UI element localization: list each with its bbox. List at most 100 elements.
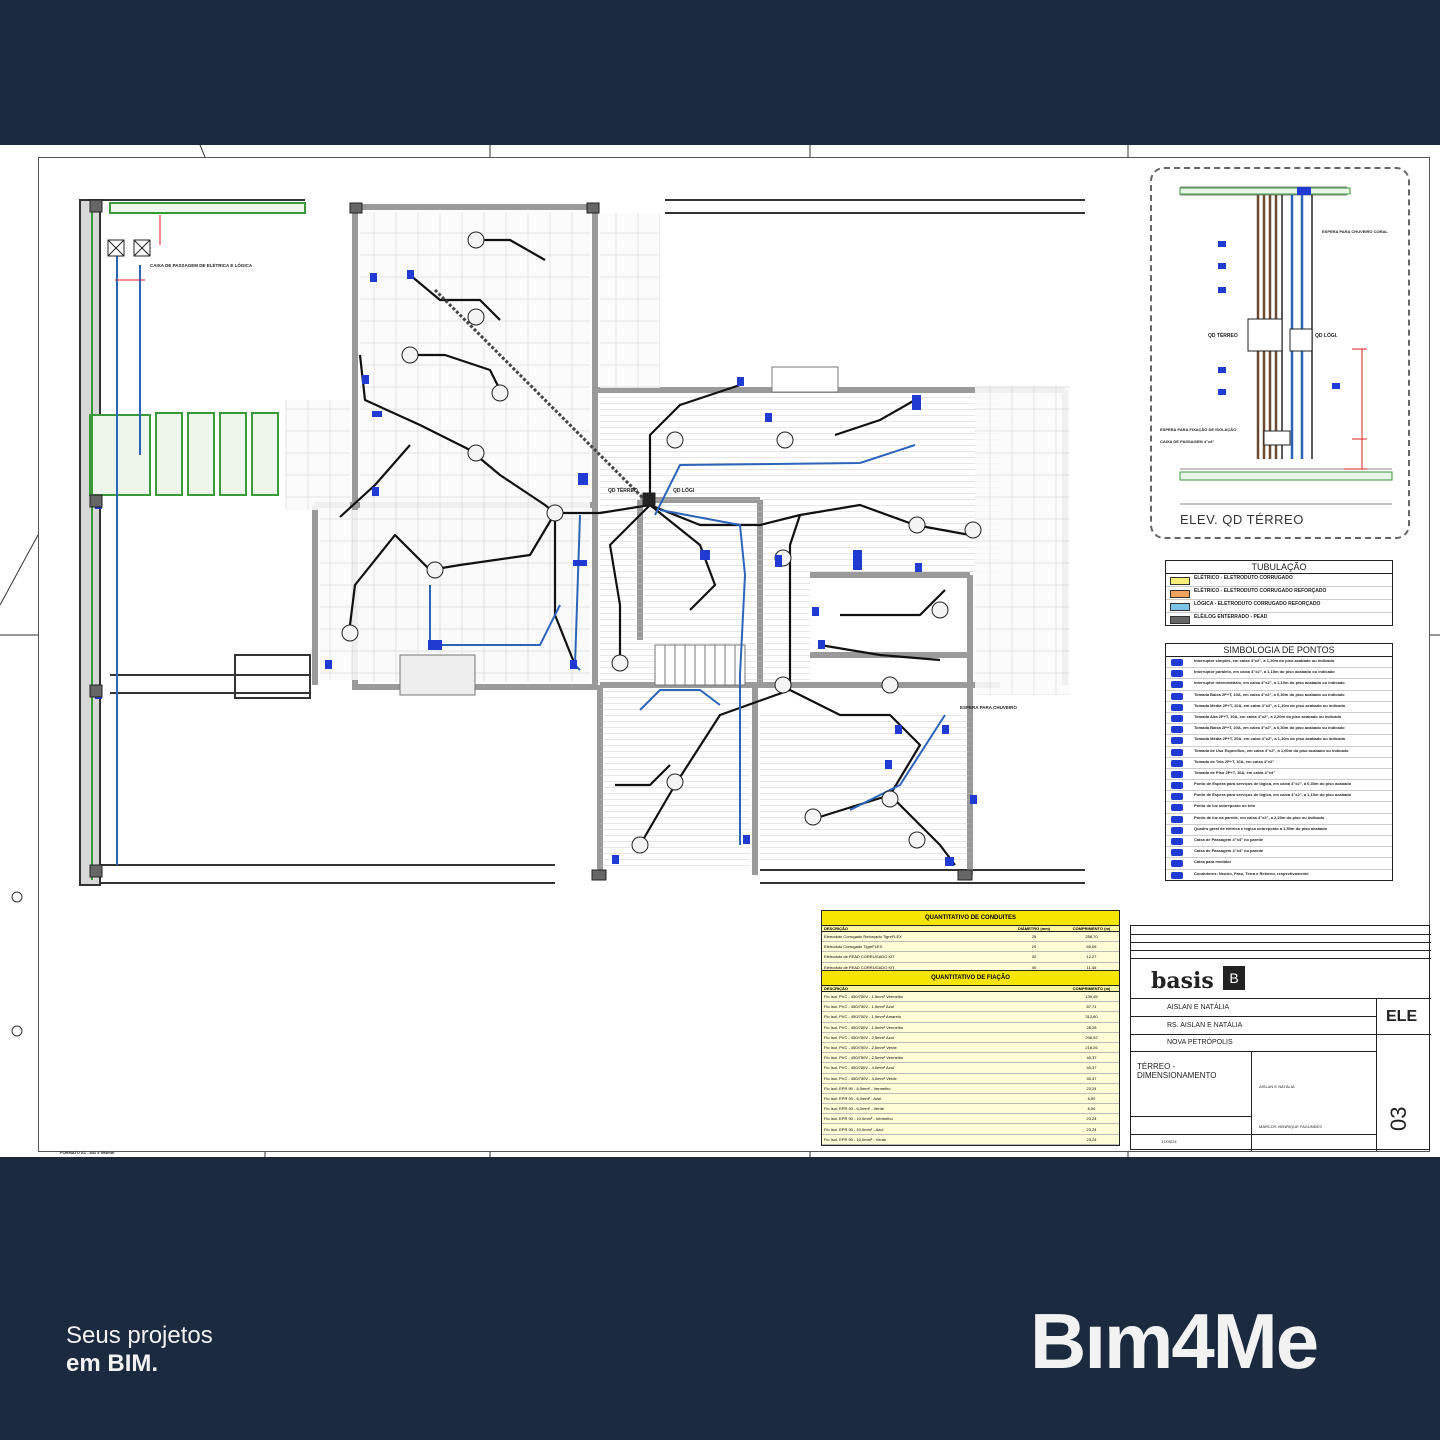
light-point: [908, 831, 926, 849]
table-cell: Eletroduto Corrugado TigreFLEX: [824, 944, 883, 950]
symbol-icon: [1171, 871, 1183, 879]
light-point: [881, 676, 899, 694]
simbologia-row: Tomada Baixa 2P+T, 10A, em caixa 4"x2", …: [1166, 691, 1392, 702]
wiring-header: DESCRIÇÃO COMPRIMENTO (m): [822, 986, 1119, 992]
table-cell: 40,37: [1086, 1055, 1097, 1061]
basis-logo: basis: [1151, 968, 1214, 994]
simbologia-label: Tomada Baixa 2P+T, 10A, em caixa 4"x2", …: [1194, 691, 1345, 697]
simbologia-label: Tomada de Tela 2P+T, 10A, em caixa 4"x2": [1194, 758, 1275, 764]
elev-label-qd-logi: QD LÓGI.: [1315, 331, 1338, 339]
elev-label-caixa: CAIXA DE PASSAGEM 4"x4": [1160, 439, 1214, 444]
simbologia-label: Caixa para medidor: [1194, 859, 1232, 865]
project-name: RS. AISLAN E NATÁLIA: [1167, 1022, 1243, 1029]
outlet-symbol: [775, 555, 782, 567]
tubulacao-row: ELÉTRICO - ELETRODUTO CORRUGADO: [1166, 574, 1392, 587]
conduit-swatch: [1170, 590, 1190, 598]
qd-terreo-panel: [1247, 318, 1283, 352]
simbologia-label: Tomada de Piso 2P+T, 10A, em caixa 4"x4": [1194, 769, 1275, 775]
outlet-symbol: [737, 377, 744, 386]
symbol-icon: [1171, 815, 1183, 823]
simbologia-label: Caixa de Passagem 4"x4" no parede: [1194, 848, 1264, 854]
table-cell: 40: [1031, 964, 1037, 970]
table-cell: 11,45: [1086, 964, 1097, 970]
outlet-symbol: [970, 795, 977, 804]
tubulacao-label: ELÉTRICO - ELETRODUTO CORRUGADO REFORÇAD…: [1194, 588, 1327, 594]
simbologia-row: Ponto de Espera para serviços de lógica,…: [1166, 791, 1392, 803]
outlet-symbol: [578, 473, 588, 485]
basis-logo-mark: B: [1223, 966, 1245, 990]
sheet-frame: [38, 157, 1430, 1152]
simbologia-label: Interruptor intermediário, em caixa 4"x2…: [1194, 680, 1345, 686]
symbol-icon: [1171, 670, 1183, 678]
table-cell: 6,00: [1087, 1106, 1096, 1112]
table-cell: 32: [1031, 954, 1037, 960]
symbol-icon: [1171, 849, 1183, 857]
conduit-swatch: [1170, 577, 1190, 585]
table-cell: 216,26: [1085, 1045, 1098, 1051]
light-point: [491, 384, 509, 402]
elevation-detail: QD TÉRREO QD LÓGI. ESPERA PARA CHUVEIRO …: [1150, 167, 1410, 539]
owner-sign: AISLAN E NATÁLIA: [1259, 1084, 1295, 1089]
conduits-rows: Eletroduto Corrugado Reforçado TigreFLEX…: [822, 932, 1119, 973]
simbologia-label: Tomada Alta 2P+T, 10A, em caixa 4"x2", a…: [1194, 713, 1342, 719]
symbol-icon: [1171, 726, 1183, 734]
simbologia-label: Tomada Baixa 2P+T, 20A, em caixa 4"x2", …: [1194, 725, 1345, 731]
table-cell: Fio Isol. PVC - 450/750V - 2,5mm² Vermel…: [824, 1055, 904, 1061]
city-name: NOVA PETRÓPOLIS: [1167, 1039, 1233, 1046]
simbologia-rows: Interruptor simples, em caixa 4"x2", a 1…: [1166, 657, 1392, 880]
light-point: [931, 601, 949, 619]
outlet-symbol: [428, 640, 442, 650]
table-cell: Fio Isol. EPR 90 - 6,0mm² - Verde: [824, 1106, 885, 1112]
elevation-title: ELEV. QD TÉRREO: [1180, 512, 1304, 527]
simbologia-label: Tomada Média 2P+T, 20A, em caixa 4"x2", …: [1194, 736, 1346, 742]
tubulacao-row: LÓGICA - ELETRODUTO CORRUGADO REFORÇADO: [1166, 600, 1392, 613]
table-cell: 12,27: [1086, 954, 1097, 960]
light-point: [341, 624, 359, 642]
qd-logi-panel: [1289, 328, 1313, 352]
title-block: basis B AISLAN E NATÁLIA RS. AISLAN E NA…: [1130, 925, 1431, 1151]
light-point: [774, 676, 792, 694]
caixa-passagem-label: CAIXA DE PASSAGEM DE ELÉTRICA E LÓGICA: [150, 261, 253, 268]
conduits-table: QUANTITATIVO DE CONDUITES DESCRIÇÃO DIÂM…: [821, 910, 1120, 974]
floor-plan: CAIXA DE PASSAGEM DE ELÉTRICA E LÓGICA Q…: [0, 145, 1440, 1157]
light-point: [776, 431, 794, 449]
wiring-title: QUANTITATIVO DE FIAÇÃO: [822, 971, 1119, 986]
simbologia-label: Caixa de Passagem 4"x4" no parede: [1194, 837, 1264, 842]
table-cell: Eletroduto de PEAD CORRUGADO KIT: [824, 964, 895, 970]
simbologia-row: Ponto de luz sobreposto no teto: [1166, 802, 1392, 814]
table-cell: Fio Isol. PVC - 450/750V - 2,5mm² Verde: [824, 1045, 897, 1051]
simbologia-row: Condutores: Neutro, Fase, Terra e Retorn…: [1166, 870, 1392, 880]
table-row: Fio Isol. PVC - 450/750V - 1,5mm² Amarel…: [822, 1012, 1119, 1023]
drawing-date: 17/09/24: [1161, 1139, 1177, 1144]
outlet-symbol: [912, 395, 921, 410]
simbologia-title: SIMBOLOGIA DE PONTOS: [1166, 644, 1392, 657]
table-cell: Eletroduto de PEAD CORRUGADO KIT: [824, 954, 895, 960]
symbol-icon: [1171, 759, 1183, 767]
table-cell: 40,37: [1086, 1075, 1097, 1081]
light-point: [964, 521, 982, 539]
simbologia-label: Ponto de luz na parede, em caixa 4"x2", …: [1194, 814, 1325, 820]
outlet-symbol: [1218, 389, 1226, 395]
simbologia-label: Ponto de Espera para serviços de lógica,…: [1194, 792, 1352, 798]
simbologia-row: Tomada Média 2P+T, 10A, em caixa 4"x2", …: [1166, 702, 1392, 713]
outlet-symbol: [818, 640, 825, 649]
simbologia-row: Interruptor intermediário, em caixa 4"x2…: [1166, 679, 1392, 691]
outlet-symbol: [885, 760, 892, 769]
table-cell: 139,45: [1085, 994, 1098, 1000]
outlet-symbol: [895, 725, 902, 734]
outlet-symbol: [743, 835, 750, 844]
table-cell: 258,70: [1085, 934, 1098, 940]
tubulacao-row: ELÉ/LOG ENTERRADO - PEAD: [1166, 613, 1392, 625]
outlet-symbol: [1332, 383, 1340, 389]
simbologia-label: Condutores: Neutro, Fase, Terra e Retorn…: [1194, 870, 1309, 876]
client-name: AISLAN E NATÁLIA: [1167, 1004, 1230, 1011]
outlet-symbol: [573, 560, 587, 566]
outlet-symbol: [612, 855, 619, 864]
tagline-line-2: em BIM.: [66, 1350, 159, 1377]
outlet-symbol: [370, 273, 377, 282]
